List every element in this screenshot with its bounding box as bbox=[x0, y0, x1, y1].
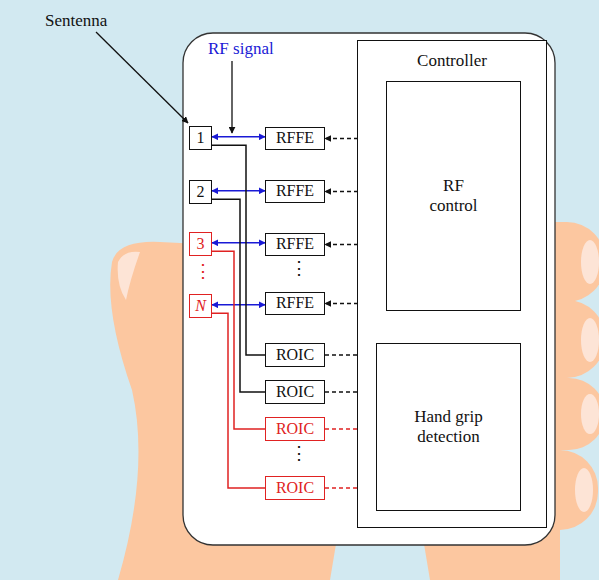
box-label: N bbox=[195, 297, 206, 315]
box-label: ROIC bbox=[276, 420, 314, 438]
rffe-box: RFFE bbox=[265, 292, 325, 315]
rf-control-box: RF control bbox=[386, 81, 521, 311]
roic-box: ROIC bbox=[265, 476, 325, 500]
ellipsis: ⋮ bbox=[194, 262, 212, 282]
box-label: RFFE bbox=[276, 129, 314, 147]
connector bbox=[212, 313, 265, 488]
phone-body bbox=[183, 33, 555, 545]
part-name: Sentenna bbox=[45, 12, 107, 31]
roic-box: ROIC bbox=[265, 417, 325, 441]
box-label: 2 bbox=[197, 183, 205, 201]
sentenna-box: 1 bbox=[189, 126, 212, 150]
signal-name: RF signal bbox=[208, 40, 274, 59]
connector bbox=[212, 251, 265, 429]
box-label: ROIC bbox=[276, 383, 314, 401]
ellipsis: ⋮ bbox=[290, 259, 308, 279]
box-label: 3 bbox=[197, 235, 205, 253]
controller-box: Controller RF controlHand grip detection bbox=[357, 40, 547, 528]
connector bbox=[212, 190, 265, 192]
roic-box: ROIC bbox=[265, 343, 325, 367]
sentenna-box: 3 bbox=[189, 232, 212, 256]
leader-line bbox=[96, 32, 188, 123]
box-label: Hand grip detection bbox=[409, 407, 489, 446]
sentenna-box: 2 bbox=[189, 180, 212, 204]
connector bbox=[212, 304, 265, 306]
box-label: RFFE bbox=[276, 235, 314, 253]
rffe-box: RFFE bbox=[265, 127, 325, 150]
ellipsis: ⋮ bbox=[290, 444, 308, 464]
box-label: RFFE bbox=[276, 182, 314, 200]
box-label: ROIC bbox=[276, 346, 314, 364]
box-label: ROIC bbox=[276, 479, 314, 497]
rffe-box: RFFE bbox=[265, 233, 325, 256]
box-label: RF control bbox=[418, 176, 490, 215]
leader-line bbox=[231, 61, 232, 133]
connector bbox=[212, 136, 265, 138]
connector bbox=[212, 145, 265, 355]
box-label: 1 bbox=[197, 129, 205, 147]
hand-grip-detection-box: Hand grip detection bbox=[376, 343, 521, 511]
sentenna-box: N bbox=[189, 294, 212, 318]
box-label: Controller bbox=[417, 51, 487, 71]
connector bbox=[212, 242, 265, 244]
rffe-box: RFFE bbox=[265, 180, 325, 203]
box-label: RFFE bbox=[276, 294, 314, 312]
connector bbox=[212, 199, 265, 392]
roic-box: ROIC bbox=[265, 380, 325, 404]
